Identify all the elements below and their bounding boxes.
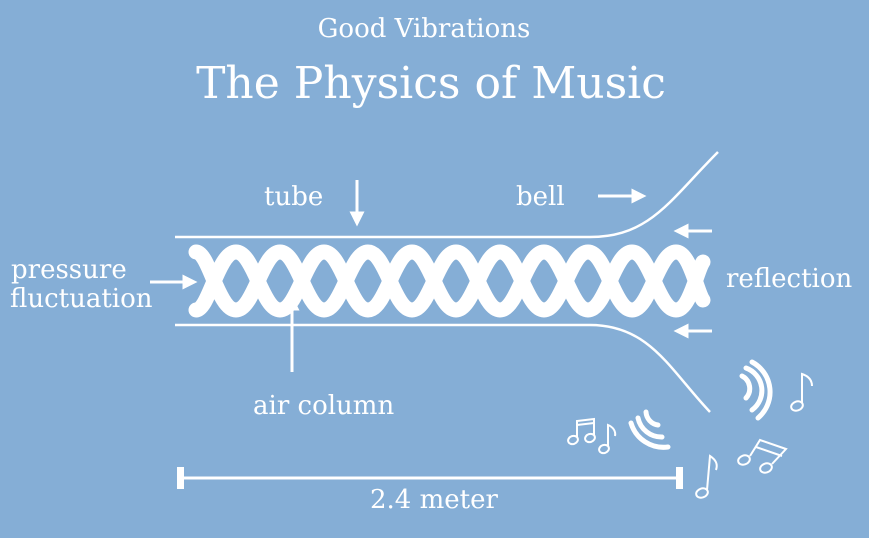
tube-upper-wall [175,151,719,239]
air-column-label: air column [253,391,395,421]
pressure-label: pressure [11,255,127,285]
music-note-icon [790,372,813,412]
length-bar [177,467,683,489]
sound-wave-icon [628,409,671,450]
tube-label: tube [264,182,324,212]
page-title: The Physics of Music [196,58,666,109]
fluctuation-label: fluctuation [10,284,153,314]
music-note-icon [695,454,718,499]
length-label: 2.4 meter [370,485,498,515]
standing-wave [188,244,711,318]
wave-strand-2 [188,244,711,318]
beamed-notes-icon [567,417,617,455]
tube-lower-wall [175,323,711,413]
subtitle: Good Vibrations [317,14,531,44]
reflection-label: reflection [726,264,853,294]
beamed-notes-icon [737,438,788,474]
bell-label: bell [516,182,565,212]
sound-wave-icon [739,359,773,421]
wave-strand-1 [188,244,711,318]
